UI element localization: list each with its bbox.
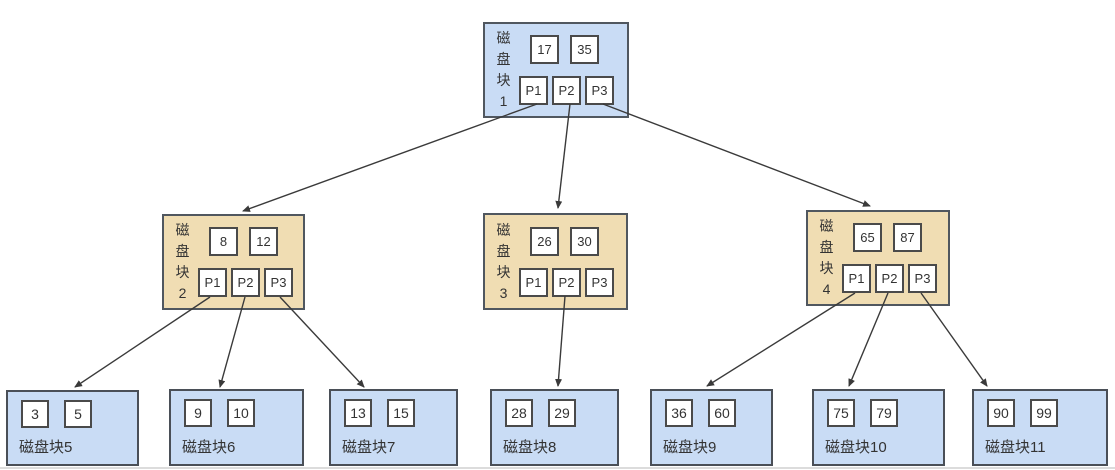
key-cell: 79 [870, 399, 898, 427]
pointer-cell: P2 [552, 267, 581, 297]
key-cell: 29 [548, 399, 576, 427]
edge-b1p1-b2 [242, 103, 538, 212]
edge-b4p3-b11 [920, 292, 988, 387]
disk-block-9: 36 60 磁盘块9 [650, 389, 773, 466]
pointer-cell: P1 [519, 267, 548, 297]
key-row: 65 87 [853, 223, 942, 252]
bottom-divider [0, 467, 1115, 469]
key-cell: 9 [184, 399, 212, 427]
pointer-cell: P1 [519, 76, 548, 105]
pointer-cell: P2 [875, 264, 904, 293]
pointer-cell: P2 [552, 76, 581, 105]
disk-block-4-content: 65 87 P1 P2 P3 [842, 223, 942, 293]
disk-block-3-content: 26 30 P1 P2 P3 [519, 226, 620, 297]
key-row: 26 30 [530, 226, 620, 256]
key-cell: 5 [64, 400, 92, 428]
key-cell: 26 [530, 226, 559, 256]
pointer-cell: P1 [198, 268, 227, 297]
disk-block-6-label: 磁盘块6 [182, 439, 236, 456]
disk-block-1-label: 磁盘块1 [496, 30, 511, 109]
disk-block-11-label: 磁盘块11 [985, 439, 1046, 456]
disk-block-2: 磁盘块2 8 12 P1 P2 P3 [162, 214, 305, 310]
pointer-cell: P3 [264, 268, 293, 297]
pointer-cell: P3 [585, 76, 614, 105]
key-cell: 15 [387, 399, 415, 427]
disk-block-11: 90 99 磁盘块11 [972, 389, 1108, 466]
disk-block-1-content: 17 35 P1 P2 P3 [519, 35, 621, 105]
key-row: 75 79 [827, 399, 943, 427]
key-row: 36 60 [665, 399, 771, 427]
key-cell: 60 [708, 399, 736, 427]
key-cell: 36 [665, 399, 693, 427]
pointer-cell: P3 [908, 264, 937, 293]
key-cell: 3 [21, 400, 49, 428]
key-cell: 35 [570, 35, 599, 64]
key-row: 9 10 [184, 399, 302, 427]
disk-block-3-label: 磁盘块3 [496, 221, 511, 301]
key-cell: 8 [209, 227, 238, 256]
disk-block-6: 9 10 磁盘块6 [169, 389, 304, 466]
key-row: 90 99 [987, 399, 1106, 427]
disk-block-3: 磁盘块3 26 30 P1 P2 P3 [483, 213, 628, 310]
disk-block-5: 3 5 磁盘块5 [6, 390, 139, 466]
edge-b4p1-b9 [706, 292, 856, 387]
key-row: 13 15 [344, 399, 456, 427]
key-cell: 99 [1030, 399, 1058, 427]
key-row: 28 29 [505, 399, 617, 427]
edge-b4p2-b10 [848, 292, 889, 387]
key-cell: 30 [570, 226, 599, 256]
key-row: 17 35 [530, 35, 621, 64]
disk-block-8: 28 29 磁盘块8 [490, 389, 619, 466]
key-cell: 87 [893, 223, 922, 252]
key-cell: 75 [827, 399, 855, 427]
key-row: 8 12 [209, 227, 297, 256]
edge-b2p3-b7 [279, 296, 365, 388]
edge-b1p2-b3 [555, 103, 571, 209]
disk-block-10: 75 79 磁盘块10 [812, 389, 945, 466]
disk-block-4-label: 磁盘块4 [819, 218, 834, 297]
disk-block-8-label: 磁盘块8 [503, 439, 557, 456]
pointer-row: P1 P2 P3 [519, 76, 621, 105]
disk-block-4: 磁盘块4 65 87 P1 P2 P3 [806, 210, 950, 306]
key-cell: 12 [249, 227, 278, 256]
disk-block-7-label: 磁盘块7 [342, 439, 396, 456]
disk-block-2-content: 8 12 P1 P2 P3 [198, 227, 297, 297]
key-cell: 28 [505, 399, 533, 427]
key-cell: 10 [227, 399, 255, 427]
disk-block-7: 13 15 磁盘块7 [329, 389, 458, 466]
disk-block-1: 磁盘块1 17 35 P1 P2 P3 [483, 22, 629, 118]
pointer-cell: P1 [842, 264, 871, 293]
key-row: 3 5 [21, 400, 137, 428]
edge-b1p3-b4 [602, 103, 871, 207]
pointer-row: P1 P2 P3 [198, 268, 297, 297]
edge-b2p1-b5 [74, 296, 211, 388]
disk-block-2-label: 磁盘块2 [175, 222, 190, 301]
pointer-cell: P2 [231, 268, 260, 297]
key-cell: 13 [344, 399, 372, 427]
edge-b2p2-b6 [218, 296, 246, 388]
disk-block-10-label: 磁盘块10 [825, 439, 887, 456]
key-cell: 17 [530, 35, 559, 64]
disk-block-9-label: 磁盘块9 [663, 439, 717, 456]
key-cell: 90 [987, 399, 1015, 427]
key-cell: 65 [853, 223, 882, 252]
disk-block-5-label: 磁盘块5 [19, 439, 73, 456]
pointer-cell: P3 [585, 267, 614, 297]
pointer-row: P1 P2 P3 [842, 264, 942, 293]
pointer-row: P1 P2 P3 [519, 267, 620, 297]
